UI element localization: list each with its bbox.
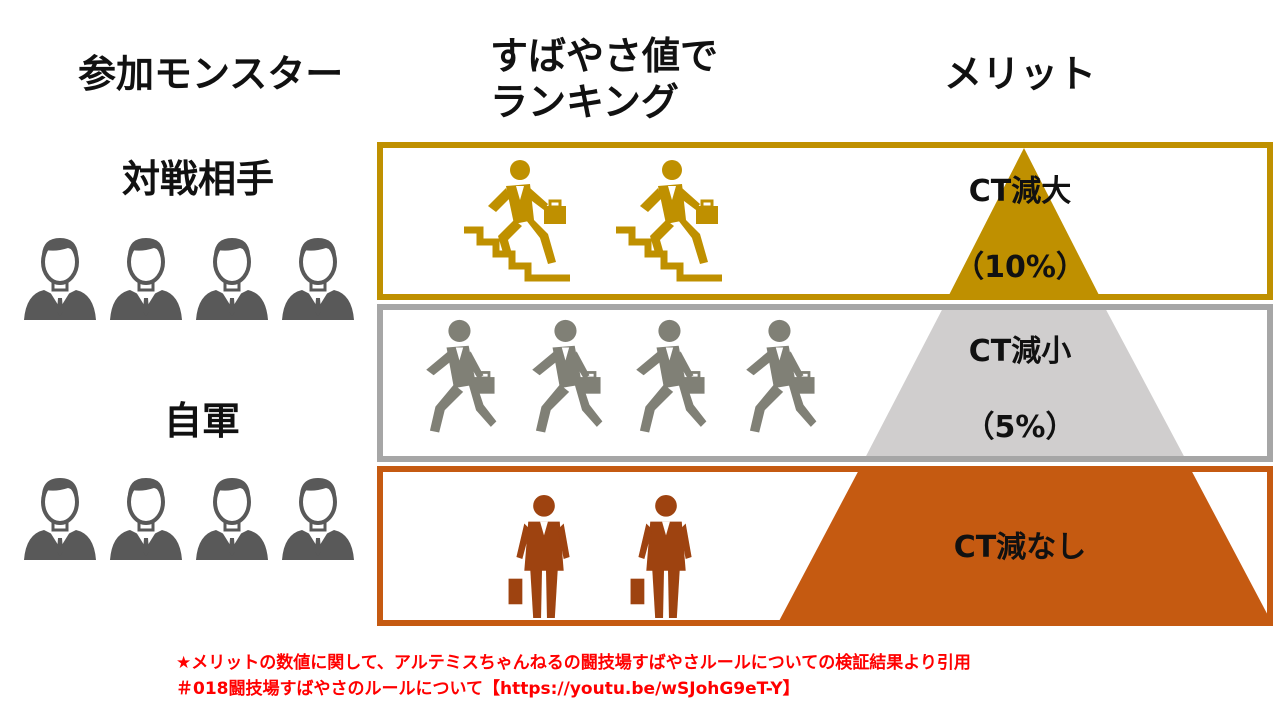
tier-mid-value: （5%） xyxy=(964,410,1076,445)
header-speed-ranking-line2: ランキング xyxy=(490,79,679,124)
tier-high-label: CT減大 xyxy=(968,174,1072,209)
pyramid-bottom-orange xyxy=(778,466,1272,623)
standing-businessman-icon xyxy=(626,494,706,622)
standing-businessman-icon xyxy=(504,494,584,622)
group-label-opponent: 対戦相手 xyxy=(122,157,275,201)
running-businessman-icon xyxy=(608,318,718,438)
header-speed-ranking-line1: すばやさ値で xyxy=(490,34,719,78)
tier-high-value: （10%） xyxy=(954,250,1086,285)
pyramid-top-gold xyxy=(948,148,1100,297)
tier-mid-label: CT減小 xyxy=(968,334,1072,369)
footnote-line1: ★メリットの数値に関して、アルテミスちゃんねるの闘技場すばやさルールについての検… xyxy=(176,653,971,673)
pyramid-middle-gray xyxy=(864,304,1186,460)
header-merit: メリット xyxy=(944,52,1097,96)
running-businessman-icon xyxy=(718,318,828,438)
stair-climber-icon xyxy=(610,158,730,288)
stair-climber-icon xyxy=(458,158,578,288)
group-label-ally: 自軍 xyxy=(164,399,241,443)
tier-high xyxy=(377,142,1273,300)
running-businessman-icon xyxy=(504,318,614,438)
tier-mid xyxy=(377,304,1273,462)
footnote-line2: ＃018闘技場すばやさのルールについて【https://youtu.be/wSJ… xyxy=(176,679,800,699)
running-businessman-icon xyxy=(398,318,508,438)
header-speed-ranking: すばやさ値で ランキング xyxy=(490,34,718,125)
tier-none-label: CT減なし xyxy=(953,530,1087,565)
tier-none xyxy=(377,466,1273,626)
header-participants: 参加モンスター xyxy=(78,52,344,96)
